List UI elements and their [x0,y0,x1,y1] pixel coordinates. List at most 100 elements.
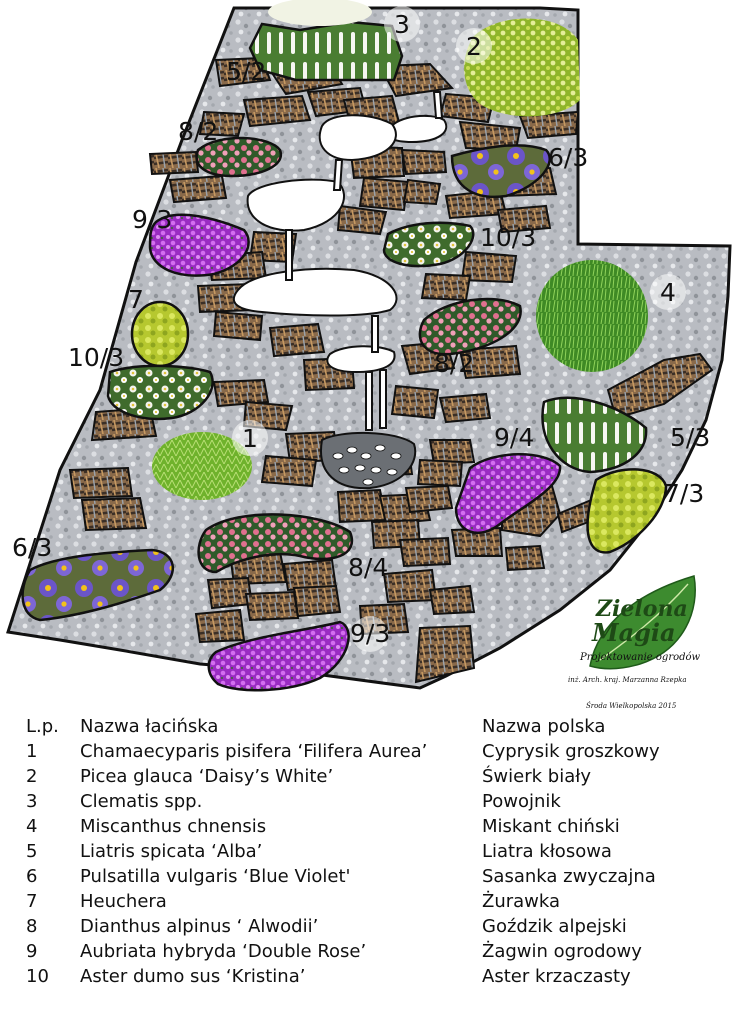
plant-label: 9/4 [494,423,534,452]
stone [242,94,312,128]
plant-liatris-right [541,396,648,474]
stone [390,384,440,420]
planting-areas [21,0,668,692]
legend-row-polish: Aster krzaczasty [482,966,631,987]
legend-row-lp: 1 [26,741,38,762]
legend-row: 8 Dianthus alpinus ‘ Alwodii’ Goździk al… [0,914,738,939]
plant-aster-left [106,364,214,421]
plant-label: 5/3 [670,423,710,452]
plant-label: 6/3 [12,533,52,562]
legend-row-latin: Liatris spicata ‘Alba’ [80,841,263,862]
legend-header-latin: Nazwa łacińska [80,716,219,737]
legend-row-lp: 9 [26,941,38,962]
legend-row-latin: Clematis spp. [80,791,203,812]
plant-aster-mid [382,221,475,268]
label-badges [232,6,686,652]
water-stream [285,91,444,431]
logo-line2: Magia [591,618,676,647]
stone [358,176,410,212]
garden-plan: 3 2 5/2 8/2 6/3 9/3 10/3 4 7 8/2 10/3 1 … [6,0,732,710]
stone [68,466,134,500]
legend-row-latin: Pulsatilla vulgaris ‘Blue Violet' [80,866,351,887]
stone [420,272,472,302]
plant-label: 9/3 [132,205,172,234]
stone [198,110,246,138]
plant-heuchera-right [586,468,668,554]
legend-row: 3 Clematis spp. Powojnik [0,789,738,814]
legend-row-latin: Dianthus alpinus ‘ Alwodii’ [80,916,319,937]
plant-label: 10/3 [68,343,124,372]
plant-clematis [248,20,404,82]
plant-picea [464,18,580,117]
plant-pulsatilla-left [21,548,175,622]
stone [292,584,342,618]
legend-row-polish: Miskant chiński [482,816,620,837]
plant-label: 6/3 [548,143,588,172]
legend-header: L.p. Nazwa łacińska Nazwa polska [0,714,738,739]
legend-row-latin: Chamaecyparis pisifera ‘Filifera Aurea’ [80,741,428,762]
legend-row: 2 Picea glauca ‘Daisy’s White’ Świerk bi… [0,764,738,789]
stone [378,62,455,98]
legend-row-lp: 10 [26,966,49,987]
logo-tagline: Projektowanie ogrodów [579,652,701,663]
legend-row: 10 Aster dumo sus ‘Kristina’ Aster krzac… [0,964,738,989]
stone [212,310,264,342]
legend-row-polish: Cyprysik groszkowy [482,741,660,762]
legend-header-polish: Nazwa polska [482,716,606,737]
plant-dianthus-bottom [197,513,354,574]
legend-row-lp: 5 [26,841,38,862]
legend-row-lp: 7 [26,891,38,912]
legend-row-lp: 8 [26,916,38,937]
stone [402,178,442,206]
plant-label: 9/3 [350,619,390,648]
water-basin [326,345,396,374]
legend-row-polish: Goździk alpejski [482,916,627,937]
water-basin [318,114,397,162]
stone [428,584,476,616]
plant-aubrieta-right [454,453,562,534]
legend-row-latin: Miscanthus chnensis [80,816,267,837]
stone [496,204,552,234]
plant-label: 4 [660,278,676,307]
stone [438,392,492,424]
pebble-pool [320,432,417,490]
stone [148,150,200,176]
plant-label: 10/3 [480,223,536,252]
plant-label: 3 [394,10,410,39]
plant-label: 7 [128,285,144,314]
stone [458,344,522,380]
legend-row-lp: 4 [26,816,38,837]
stone [212,378,270,408]
company-logo: Zielona Magia Projektowanie ogrodów inż.… [568,575,701,710]
leaf-icon [589,575,696,670]
legend-row: 4 Miscanthus chnensis Miskant chiński [0,814,738,839]
stone [404,484,454,514]
legend-row-polish: Powojnik [482,791,561,812]
stone [194,608,246,644]
plant-label: 7/3 [664,479,704,508]
stone [382,568,438,604]
stepping-stones [68,56,714,684]
water-basin [246,178,346,232]
stone [398,536,452,568]
legend-row: 6 Pulsatilla vulgaris ‘Blue Violet' Sasa… [0,864,738,889]
legend-row-polish: Świerk biały [482,766,591,787]
plant-dianthus-mid [418,297,522,356]
stone [414,624,476,684]
plant-label: 1 [242,424,258,453]
legend-row-lp: 2 [26,766,38,787]
plant-label: 8/4 [348,553,388,582]
legend-row-polish: Sasanka zwyczajna [482,866,656,887]
water-cascade [232,91,448,431]
legend-row-lp: 6 [26,866,38,887]
legend-row-latin: Aubriata hybryda ‘Double Rose’ [80,941,367,962]
stone [504,544,546,572]
legend-row-lp: 3 [26,791,38,812]
legend-row-polish: Liatra kłosowa [482,841,612,862]
stone [268,322,326,358]
legend-row: 5 Liatris spicata ‘Alba’ Liatra kłosowa [0,839,738,864]
plant-clematis-flowers [268,0,372,26]
plant-aubrieta-left [148,213,250,277]
stone [428,439,476,466]
plant-chamaecyparis [152,432,252,500]
